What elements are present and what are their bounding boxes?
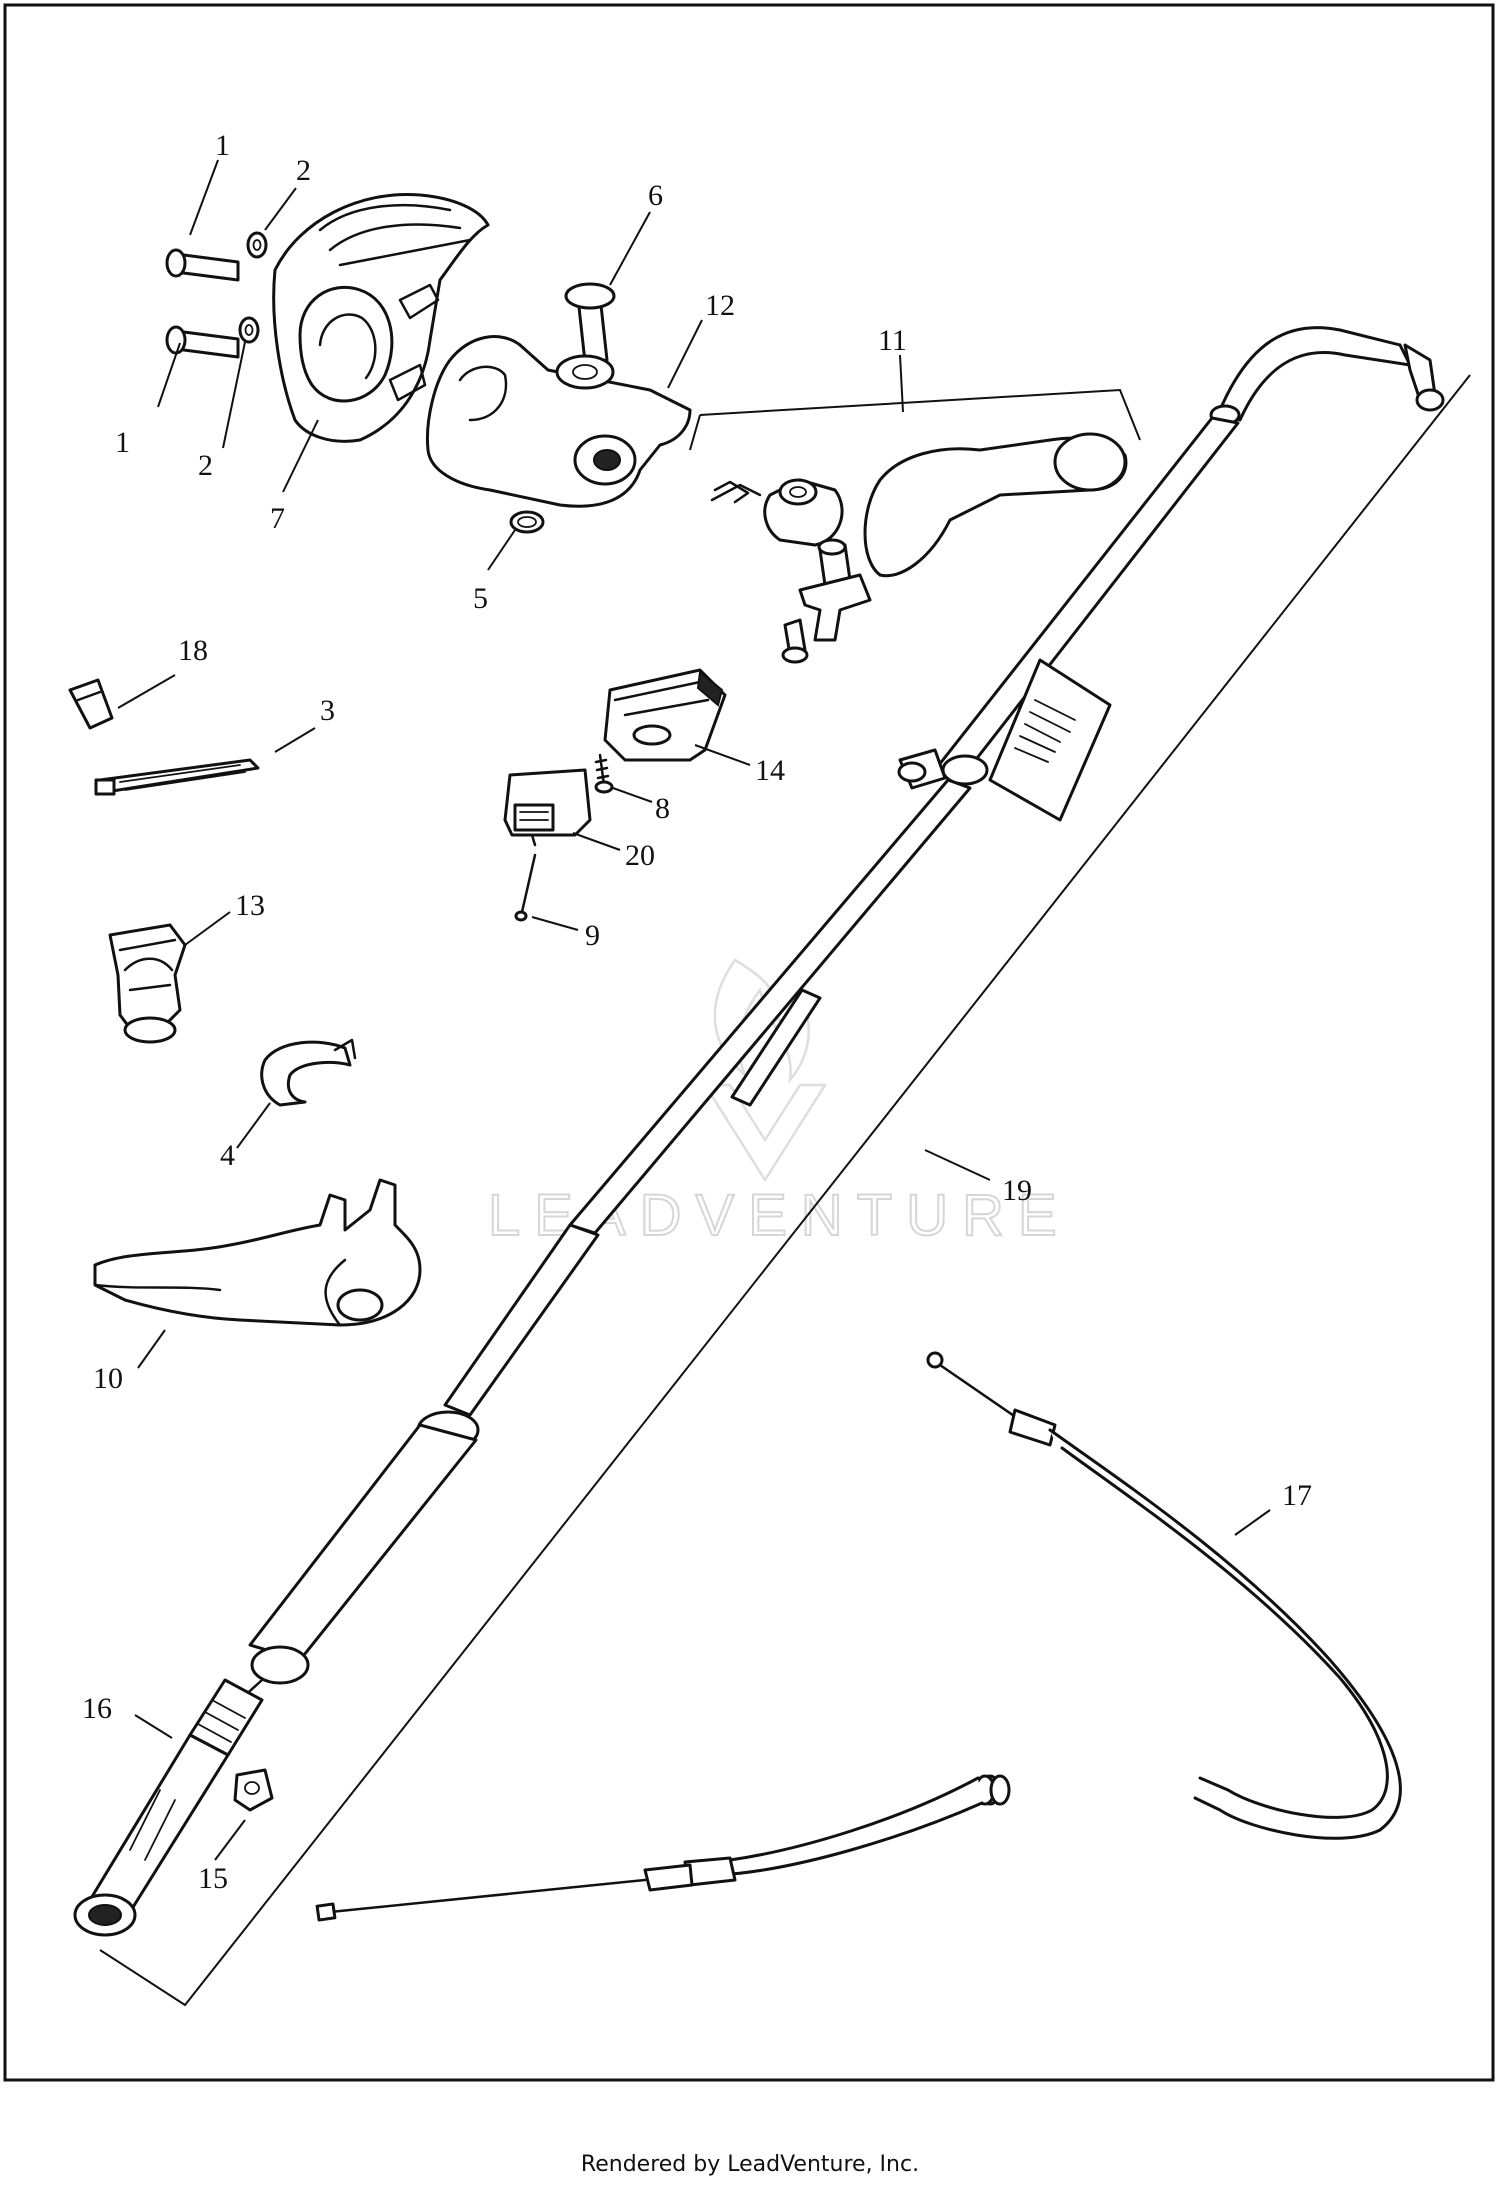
callout-9: 9 bbox=[585, 919, 600, 952]
part-2-washers bbox=[238, 231, 268, 344]
callout-5: 5 bbox=[473, 582, 488, 615]
part-1-pins bbox=[165, 248, 240, 359]
diagram-frame bbox=[3, 3, 1495, 2082]
part-14-switch-cover bbox=[603, 668, 727, 762]
part-18-clip bbox=[68, 678, 114, 730]
part-15-nut bbox=[233, 1768, 274, 1812]
part-11-clutch-lever bbox=[689, 388, 1141, 664]
callout-4: 4 bbox=[220, 1139, 235, 1172]
callout-7: 7 bbox=[270, 502, 285, 535]
part-7-switch-housing bbox=[272, 192, 490, 443]
part-5-retaining-ring bbox=[509, 510, 545, 534]
callout-14: 14 bbox=[755, 754, 785, 787]
callout-numbers: 1 2 1 2 7 6 12 11 5 18 3 14 8 20 9 13 4 … bbox=[82, 129, 1312, 1895]
callout-13: 13 bbox=[235, 889, 265, 922]
callout-1-upper: 1 bbox=[215, 129, 230, 162]
part-8-screw bbox=[594, 753, 614, 794]
callout-2-lower: 2 bbox=[198, 449, 213, 482]
callout-16: 16 bbox=[82, 1692, 112, 1725]
callout-2-upper: 2 bbox=[296, 154, 311, 187]
part-13-cable-clamp bbox=[108, 923, 187, 1044]
footer-credit: Rendered by LeadVenture, Inc. bbox=[580, 2152, 920, 2177]
callout-17: 17 bbox=[1282, 1479, 1312, 1512]
part-10-guide bbox=[93, 1178, 422, 1327]
part-16-cable-adjuster bbox=[73, 1678, 264, 1937]
part-12-lever-bracket bbox=[425, 335, 692, 508]
callout-20: 20 bbox=[625, 839, 655, 872]
callout-8: 8 bbox=[655, 792, 670, 825]
part-4-clip-band bbox=[260, 1038, 357, 1107]
part-3-cable-tie bbox=[94, 758, 260, 796]
part-6-pivot-pin bbox=[564, 282, 616, 364]
part-19-clutch-cable-housing bbox=[99, 326, 1471, 2007]
part-9-pin bbox=[514, 853, 537, 922]
callout-10: 10 bbox=[93, 1362, 123, 1395]
callout-6: 6 bbox=[648, 179, 663, 212]
callout-15: 15 bbox=[198, 1862, 228, 1895]
callout-11: 11 bbox=[878, 324, 907, 357]
callout-18: 18 bbox=[178, 634, 208, 667]
callout-1-lower: 1 bbox=[115, 426, 130, 459]
leader-lines bbox=[117, 159, 1271, 1861]
callout-12: 12 bbox=[705, 289, 735, 322]
part-20-switch bbox=[503, 768, 592, 847]
watermark-v-icon bbox=[702, 1083, 828, 1183]
part-17-clutch-cable bbox=[315, 1351, 1402, 1922]
callout-3: 3 bbox=[320, 694, 335, 727]
callout-19: 19 bbox=[1002, 1174, 1032, 1207]
